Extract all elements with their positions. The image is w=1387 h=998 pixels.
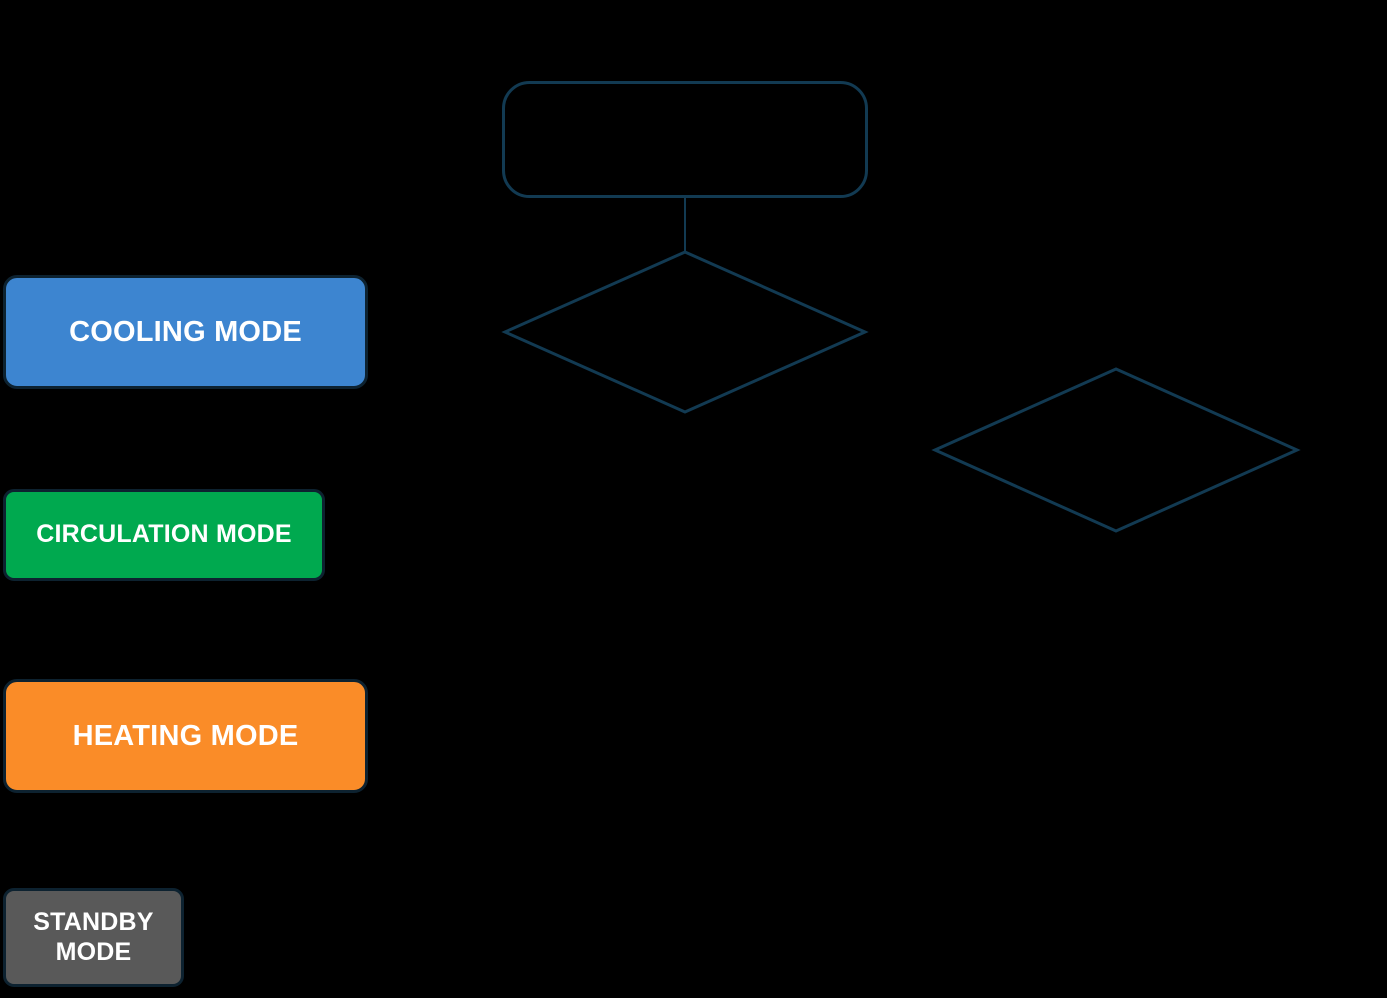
mode-box-circulation-label: CIRCULATION MODE: [36, 520, 292, 549]
process-node-shape[interactable]: [502, 81, 868, 198]
mode-box-heating-label: HEATING MODE: [72, 719, 299, 752]
mode-box-standby[interactable]: STANDBY MODE: [3, 888, 184, 987]
decision-node-1-shape[interactable]: [501, 250, 869, 414]
mode-box-heating[interactable]: HEATING MODE: [3, 679, 368, 793]
mode-box-standby-label: STANDBY MODE: [33, 908, 154, 966]
mode-box-cooling[interactable]: COOLING MODE: [3, 275, 368, 389]
decision-node-2-shape[interactable]: [931, 367, 1301, 533]
mode-box-circulation[interactable]: CIRCULATION MODE: [3, 489, 325, 581]
mode-box-cooling-label: COOLING MODE: [69, 315, 302, 348]
